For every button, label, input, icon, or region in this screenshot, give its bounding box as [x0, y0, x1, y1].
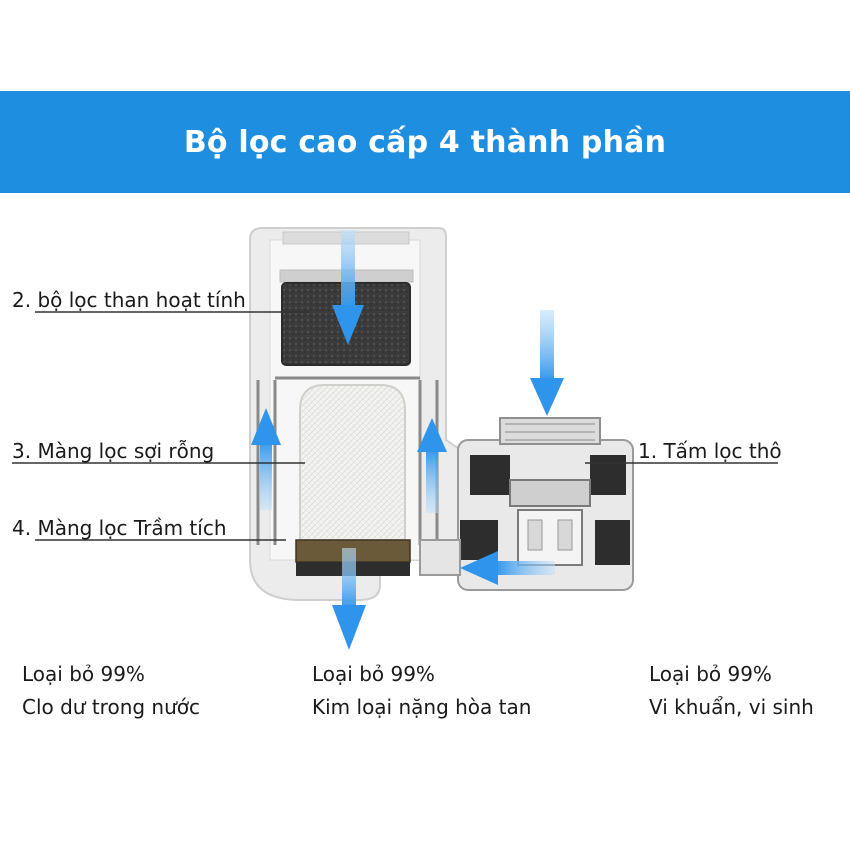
flow-arrows	[251, 230, 564, 650]
stat-bacteria-line2: Vi khuẩn, vi sinh	[649, 695, 814, 719]
stat-bacteria: Loại bỏ 99% Vi khuẩn, vi sinh	[649, 658, 814, 724]
label-hollow-fiber: 3. Màng lọc sợi rỗng	[12, 439, 215, 463]
arrow-inlet-down	[530, 310, 564, 416]
stat-chlorine-line2: Clo dư trong nước	[22, 695, 201, 719]
arrow-left-inflow	[460, 551, 555, 585]
pre-filter-housing	[419, 417, 634, 591]
stat-heavy-metals-line2: Kim loại nặng hòa tan	[312, 695, 532, 719]
arrow-up-right	[417, 418, 447, 513]
stat-bacteria-line1: Loại bỏ 99%	[649, 662, 772, 686]
inner-channels	[256, 376, 439, 545]
leader-lines	[12, 311, 778, 541]
arrow-down-carbon	[332, 230, 364, 345]
stat-chlorine-line1: Loại bỏ 99%	[22, 662, 145, 686]
banner-title: Bộ lọc cao cấp 4 thành phần	[183, 124, 667, 160]
label-sediment: 4. Màng lọc Trầm tích	[12, 516, 227, 540]
label-coarse-filter: 1. Tấm lọc thô	[638, 439, 782, 463]
arrow-outlet-down	[332, 548, 366, 650]
stat-heavy-metals-line1: Loại bỏ 99%	[312, 662, 435, 686]
hollow-fiber-membrane	[299, 384, 406, 541]
arrow-up-left	[251, 408, 281, 510]
title-banner: Bộ lọc cao cấp 4 thành phần	[0, 91, 850, 193]
stat-chlorine: Loại bỏ 99% Clo dư trong nước	[22, 658, 200, 724]
stat-heavy-metals: Loại bỏ 99% Kim loại nặng hòa tan	[312, 658, 531, 724]
label-activated-carbon: 2. bộ lọc than hoạt tính	[12, 288, 246, 312]
